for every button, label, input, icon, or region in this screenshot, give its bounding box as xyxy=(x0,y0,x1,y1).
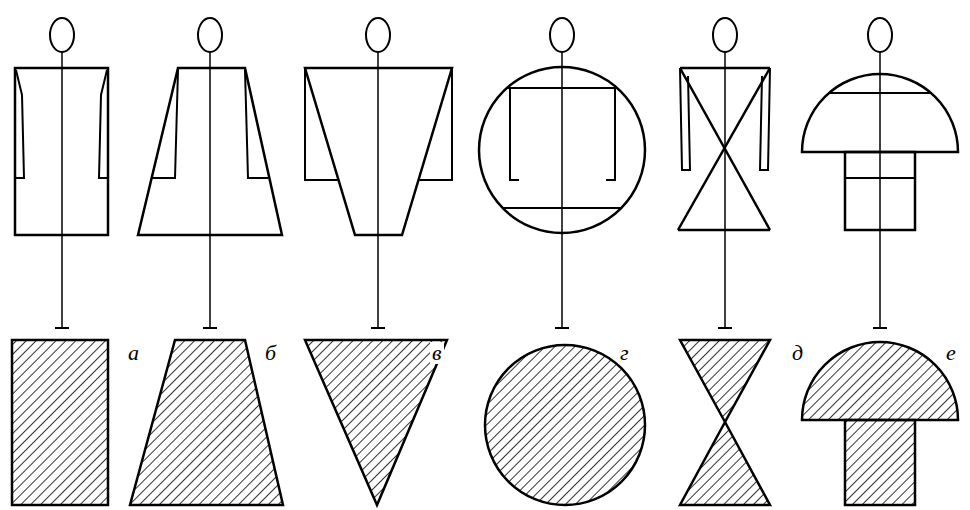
figure-letter: д xyxy=(790,342,805,364)
triangle-shape xyxy=(305,340,447,505)
circle-silhouette xyxy=(479,18,645,328)
hourglass-silhouette xyxy=(678,18,770,328)
mushroom-silhouette xyxy=(802,18,958,328)
rectangle-shape xyxy=(12,340,108,505)
mushroom-shape xyxy=(802,342,958,505)
trapezoid-shape xyxy=(130,340,283,505)
inverted-trapezoid-silhouette xyxy=(305,18,452,328)
circle-shape xyxy=(485,345,645,505)
trapezoid-silhouette xyxy=(138,18,282,328)
hourglass-shape xyxy=(680,340,770,505)
rectangle-silhouette xyxy=(15,18,108,328)
figure-letter: б xyxy=(263,342,278,364)
figure-letter: е xyxy=(944,342,958,364)
figure-letter: г xyxy=(618,342,631,364)
figure-letter: в xyxy=(430,342,444,364)
figure-letter: а xyxy=(126,342,141,364)
